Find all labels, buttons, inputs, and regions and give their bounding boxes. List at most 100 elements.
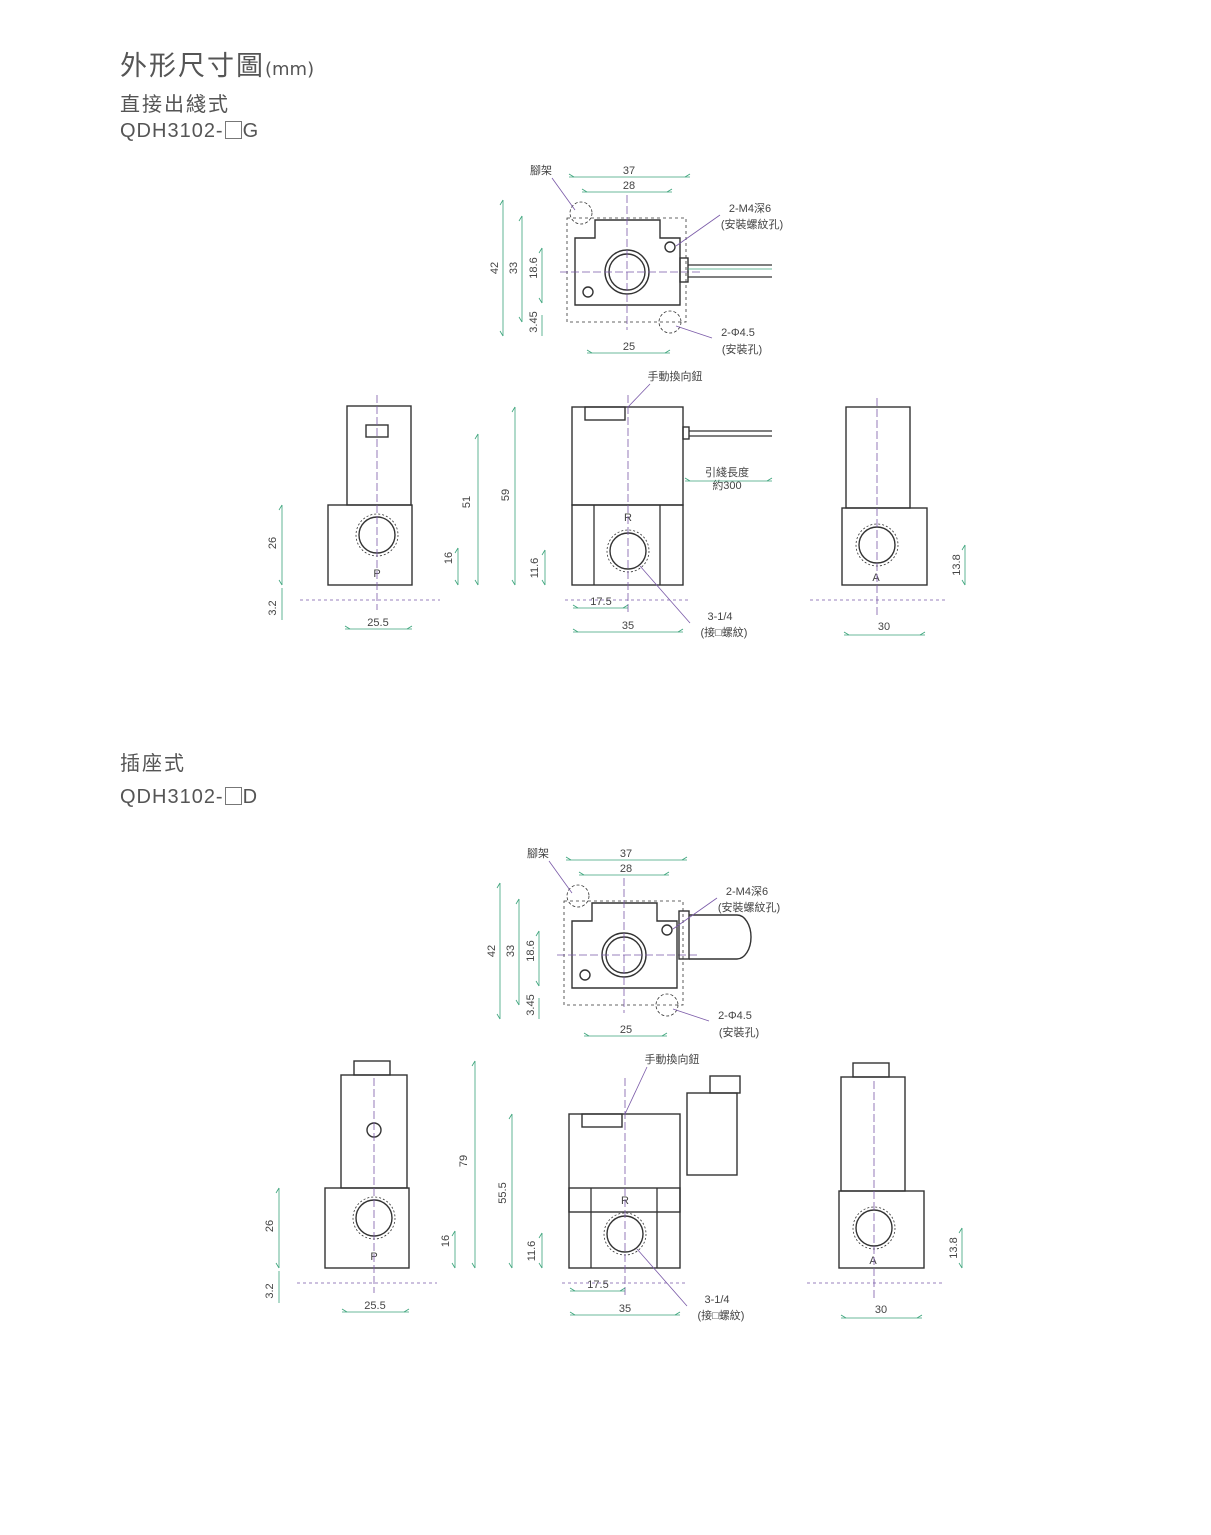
outline [843,631,850,636]
mount-hole [655,993,679,1017]
outline [766,477,773,482]
dimension-label: 51 [461,496,473,508]
outline [916,1314,923,1319]
dimension-label: 11.6 [529,558,541,579]
dimension-label: 30 [875,1304,887,1316]
outline [403,1308,410,1313]
section-2-model: QDH3102-D [120,786,258,809]
dimension-label: 17.5 [590,596,611,608]
model-suffix: G [242,120,260,142]
cable-gland [679,257,689,283]
valve-base [841,507,928,586]
outline [578,871,585,876]
outline [496,882,501,889]
outline [958,1262,963,1269]
outline [518,316,523,323]
dimension-label: 13.8 [948,1237,960,1258]
manual-button [581,1113,623,1128]
outline [538,1232,543,1239]
outline [664,349,671,354]
outline [568,173,575,178]
dimension-label: 18.6 [528,257,540,278]
hole-label: 2-Φ4.5 [721,327,755,339]
dimension-label: 42 [486,945,498,957]
dimension-label: 11.6 [526,1241,538,1262]
valve-body-top [574,219,681,306]
dimension-label: 13.8 [951,554,963,575]
outline [572,628,579,633]
dimension-label: 25.5 [364,1300,385,1312]
connector-body [689,914,752,960]
outline [541,579,546,586]
model-prefix: QDH3102- [120,120,224,142]
valve-base [838,1190,925,1269]
mounting-outline [563,900,684,1006]
cable-gland [682,426,690,440]
dimension-label: 25 [620,1024,632,1036]
dimension-label: 55.5 [497,1182,509,1203]
outline [677,628,684,633]
unit-label: (mm) [265,59,315,80]
outline [684,477,691,482]
thread-hole [664,241,676,253]
outline [583,1032,590,1037]
outline [515,999,520,1006]
leader-line [551,177,576,211]
dimension-label: 16 [440,1235,452,1247]
dimension-label: 42 [489,262,501,274]
hole-note: (安裝孔) [722,342,762,356]
outline [499,199,504,206]
lead-label: 引綫長度 [705,465,749,479]
outline [515,898,520,905]
valve-base [571,504,684,586]
outline [681,856,688,861]
dimension-label: 26 [267,537,279,549]
outline [499,330,504,337]
dimension-label: 17.5 [587,1279,608,1291]
port-thread-label: 3-1/4 [707,611,732,623]
dimension-label: 3.45 [525,994,537,1015]
leader-line [636,1248,688,1307]
thread-note: (安裝螺紋孔) [721,217,783,231]
leader-line [624,1066,648,1115]
dimension-label: 28 [623,180,635,192]
outline [661,1032,668,1037]
leader-line [675,214,721,247]
bracket-label: 腳架 [530,164,552,177]
outline [508,1113,513,1120]
manual-button [584,406,626,421]
solenoid-body [568,1113,681,1213]
outline [538,1262,543,1269]
leader-line [675,325,713,339]
dimension-label: 25.5 [367,617,388,629]
hole-label: 2-Φ4.5 [718,1010,752,1022]
outline [451,1262,456,1269]
connector-flange [678,910,690,960]
dimension-label: 3.2 [267,600,279,615]
outline [538,297,543,304]
outline [511,406,516,413]
outline [496,1013,501,1020]
outline [471,1060,476,1067]
port-a-label: A [869,1255,877,1267]
outline [474,433,479,440]
hole-note: (安裝孔) [719,1025,759,1039]
outline [541,549,546,556]
outline [406,625,413,630]
outline [275,1262,280,1269]
thread-note: (安裝螺紋孔) [718,900,780,914]
solenoid-body [571,406,684,506]
outline [275,1187,280,1194]
mount-hole [658,310,682,334]
outline [622,604,629,609]
model-placeholder-box [224,787,242,805]
solenoid-body [845,406,911,509]
dimension-label: 37 [623,165,635,177]
manual-button-label: 手動換向鈕 [645,1052,700,1066]
outline [535,930,540,937]
outline [565,856,572,861]
solenoid-body [840,1076,906,1192]
outline [451,1230,456,1237]
outline [619,1287,626,1292]
valve-base [324,1187,410,1269]
